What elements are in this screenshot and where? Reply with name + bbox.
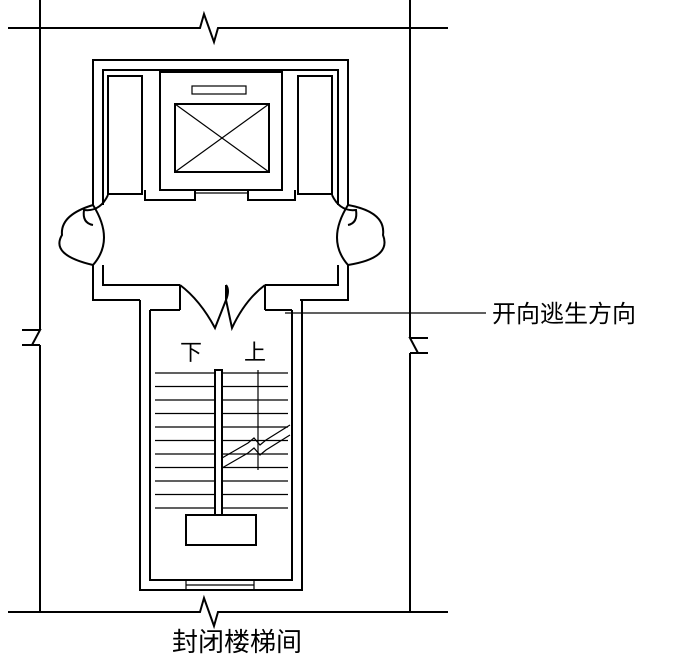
enclosure-walls <box>92 59 349 591</box>
outer-walls <box>8 0 448 630</box>
stair-treads <box>155 372 288 509</box>
up-label: 上 <box>244 341 266 366</box>
down-label: 下 <box>180 341 202 366</box>
door-swings <box>58 194 386 332</box>
door-direction-label: 开向逃生方向 <box>492 300 636 328</box>
caption: 封闭楼梯间 <box>172 628 302 658</box>
elevator <box>144 71 296 201</box>
handrail <box>185 369 291 546</box>
side-pillars <box>107 75 333 195</box>
